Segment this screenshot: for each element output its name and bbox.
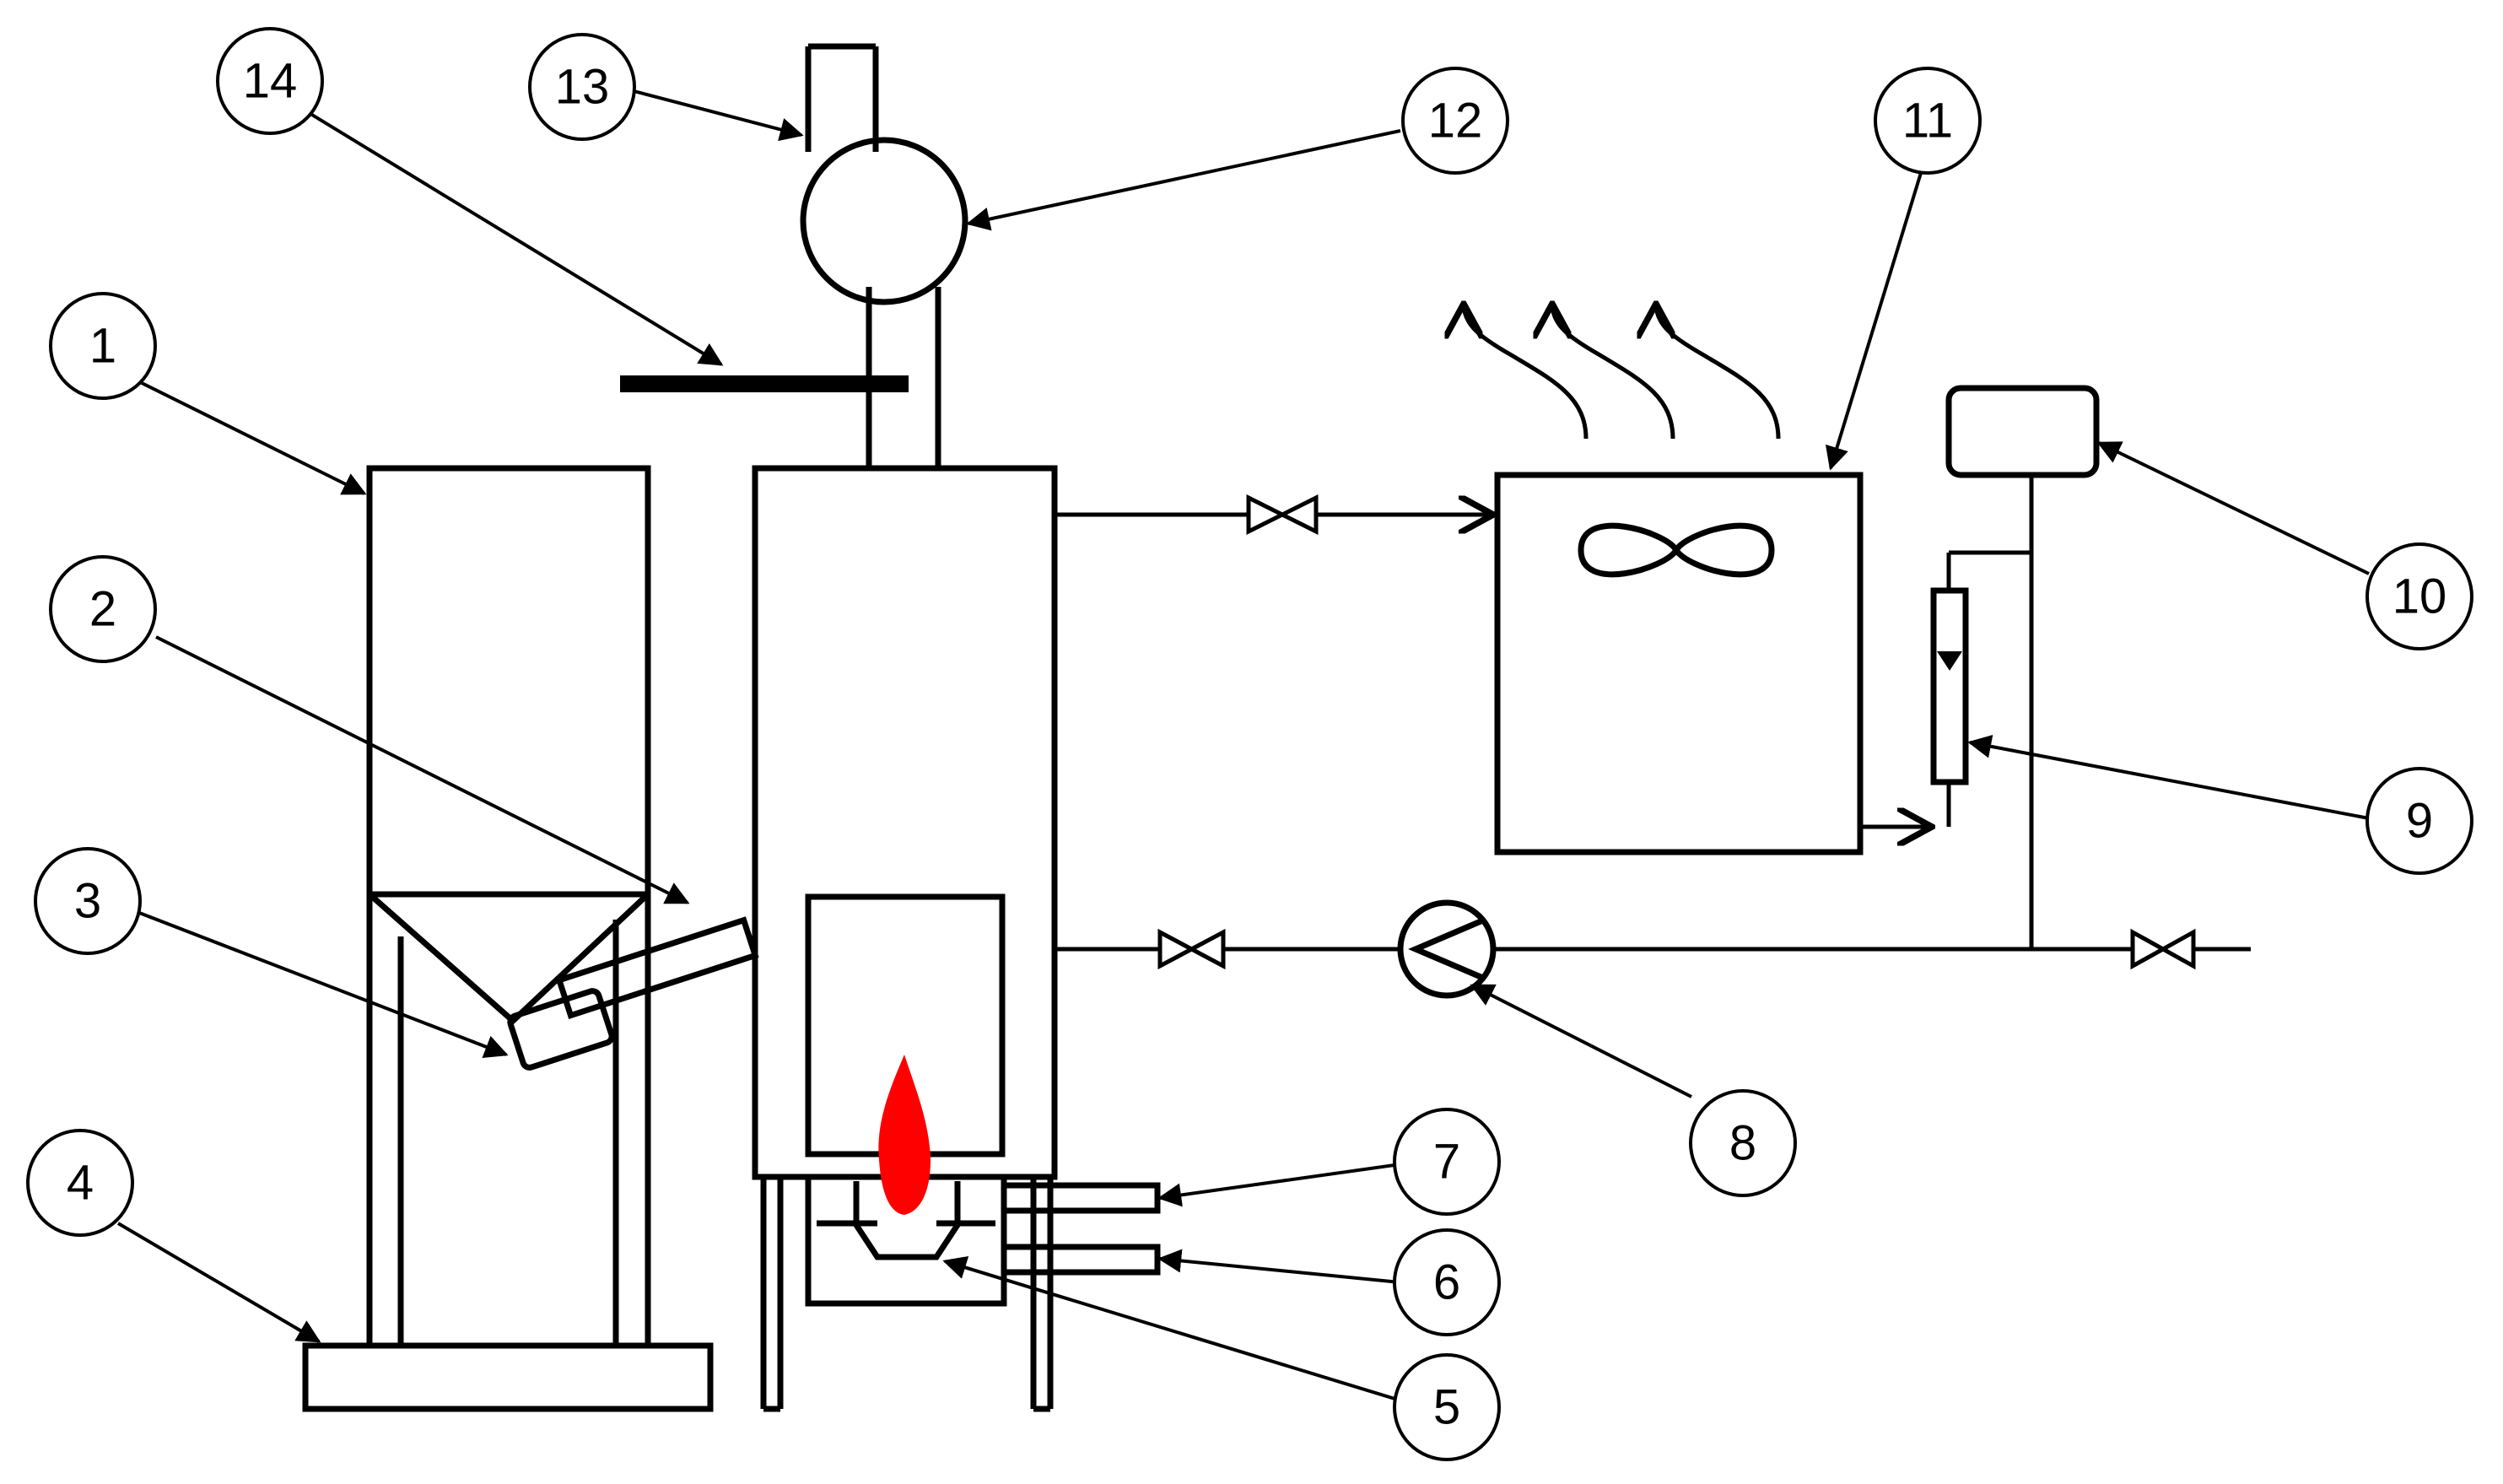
flow-meter	[1930, 550, 2031, 785]
callout-12: 12	[1401, 67, 1509, 175]
return-valve-left	[1157, 928, 1226, 970]
callout-label: 7	[1433, 1135, 1460, 1190]
callout-11: 11	[1874, 67, 1982, 175]
callout-5: 5	[1393, 1353, 1501, 1461]
burner-pot	[853, 1181, 961, 1260]
damper-plate	[620, 375, 909, 392]
callout-14: 14	[216, 27, 324, 135]
callout-label: 12	[1428, 94, 1483, 148]
callout-label: 10	[2392, 569, 2447, 624]
callout-2: 2	[49, 555, 157, 663]
boiler-body	[752, 465, 1058, 1412]
callout-label: 2	[89, 582, 116, 637]
callout-label: 6	[1433, 1255, 1460, 1310]
fan-heat-exchanger	[1494, 472, 1864, 855]
callout-10: 10	[2365, 542, 2473, 650]
leader-lines	[116, 87, 2370, 1402]
flue-pipe	[805, 43, 941, 468]
callout-label: 11	[1902, 94, 1953, 148]
auger-feed-tube	[555, 916, 759, 1020]
callout-label: 3	[74, 874, 101, 929]
callout-4: 4	[26, 1129, 134, 1237]
air-inlet-pipe-upper	[1001, 1182, 1161, 1214]
callout-label: 9	[2406, 794, 2433, 849]
callout-7: 7	[1393, 1108, 1501, 1216]
callout-label: 8	[1729, 1116, 1756, 1171]
supply-line	[1055, 494, 1493, 536]
air-inlet-pipe-lower	[1001, 1244, 1161, 1276]
callout-6: 6	[1393, 1228, 1501, 1336]
callout-8: 8	[1689, 1089, 1797, 1197]
callout-13: 13	[528, 33, 636, 141]
exchanger-outlet	[1860, 782, 1951, 827]
expansion-tank	[1945, 385, 2100, 949]
flow-meter-float	[1937, 651, 1962, 671]
base-platform	[302, 1342, 714, 1412]
flame	[878, 1055, 931, 1215]
flue-fan	[800, 137, 968, 305]
callout-label: 1	[89, 319, 116, 374]
heat-waves	[1464, 304, 1781, 440]
callout-3: 3	[34, 847, 142, 955]
callout-label: 4	[67, 1156, 94, 1211]
supply-valve	[1246, 494, 1319, 536]
callout-label: 5	[1433, 1380, 1460, 1435]
return-valve-right	[2130, 928, 2196, 970]
callout-9: 9	[2365, 767, 2473, 875]
return-line	[1055, 928, 2251, 970]
callout-label: 13	[555, 60, 610, 115]
feeder-motor	[507, 988, 615, 1071]
callout-1: 1	[49, 292, 157, 400]
fuel-hopper	[366, 465, 651, 1346]
circulation-pump	[1397, 899, 1497, 999]
callout-label: 14	[243, 54, 298, 109]
fan-symbol	[1578, 522, 1775, 578]
